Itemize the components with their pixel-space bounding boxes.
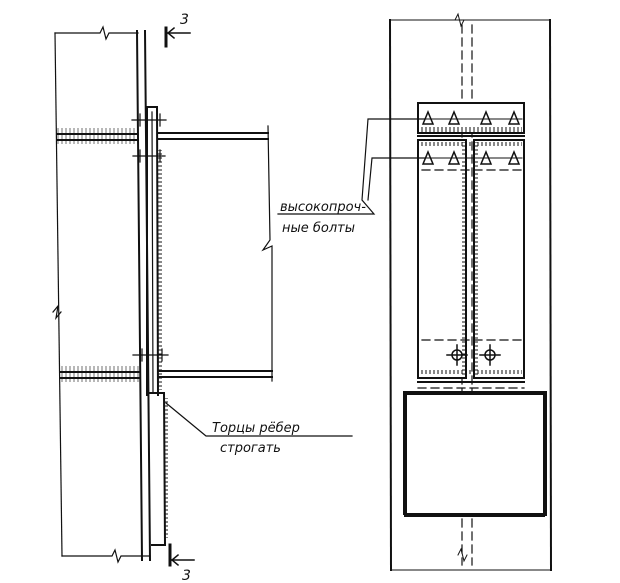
beam-end-line bbox=[261, 125, 273, 382]
section-mark-bottom-label: 3 bbox=[182, 568, 191, 583]
bolts-leader bbox=[277, 118, 426, 215]
section-mark-top-label: 3 bbox=[180, 12, 189, 28]
section-mark-bottom: 3 bbox=[168, 543, 195, 583]
section-view: высокопроч- ные болты bbox=[277, 12, 553, 572]
end-plate bbox=[146, 106, 162, 397]
bolts-note-line1: высокопроч- bbox=[280, 200, 366, 215]
bolt-row-1 bbox=[419, 110, 523, 125]
top-plate bbox=[417, 102, 525, 137]
lower-beam-flange bbox=[59, 366, 273, 382]
rib-plates bbox=[417, 139, 525, 383]
bolt-marks bbox=[131, 113, 169, 362]
bolt-row-2 bbox=[419, 150, 523, 165]
rib-note-line1: Торцы рёбер bbox=[212, 421, 300, 436]
bolt-symbols bbox=[419, 110, 523, 366]
upper-beam-flange bbox=[56, 128, 269, 144]
bolt-row-3 bbox=[446, 344, 501, 366]
column-edges bbox=[388, 12, 553, 572]
column-flange bbox=[135, 29, 152, 562]
lower-stiffener bbox=[149, 392, 168, 546]
dashed-hidden-lines bbox=[417, 169, 525, 389]
bolts-note-line2: ные болты bbox=[282, 221, 355, 236]
side-view: 3 3 Торцы рёбер строгать bbox=[52, 12, 353, 583]
section-mark-top: 3 bbox=[164, 12, 191, 48]
column-outline bbox=[52, 25, 151, 564]
rib-leader bbox=[165, 402, 353, 437]
rib-note-line2: строгать bbox=[220, 441, 281, 456]
lower-stiffener-plate bbox=[403, 391, 547, 517]
